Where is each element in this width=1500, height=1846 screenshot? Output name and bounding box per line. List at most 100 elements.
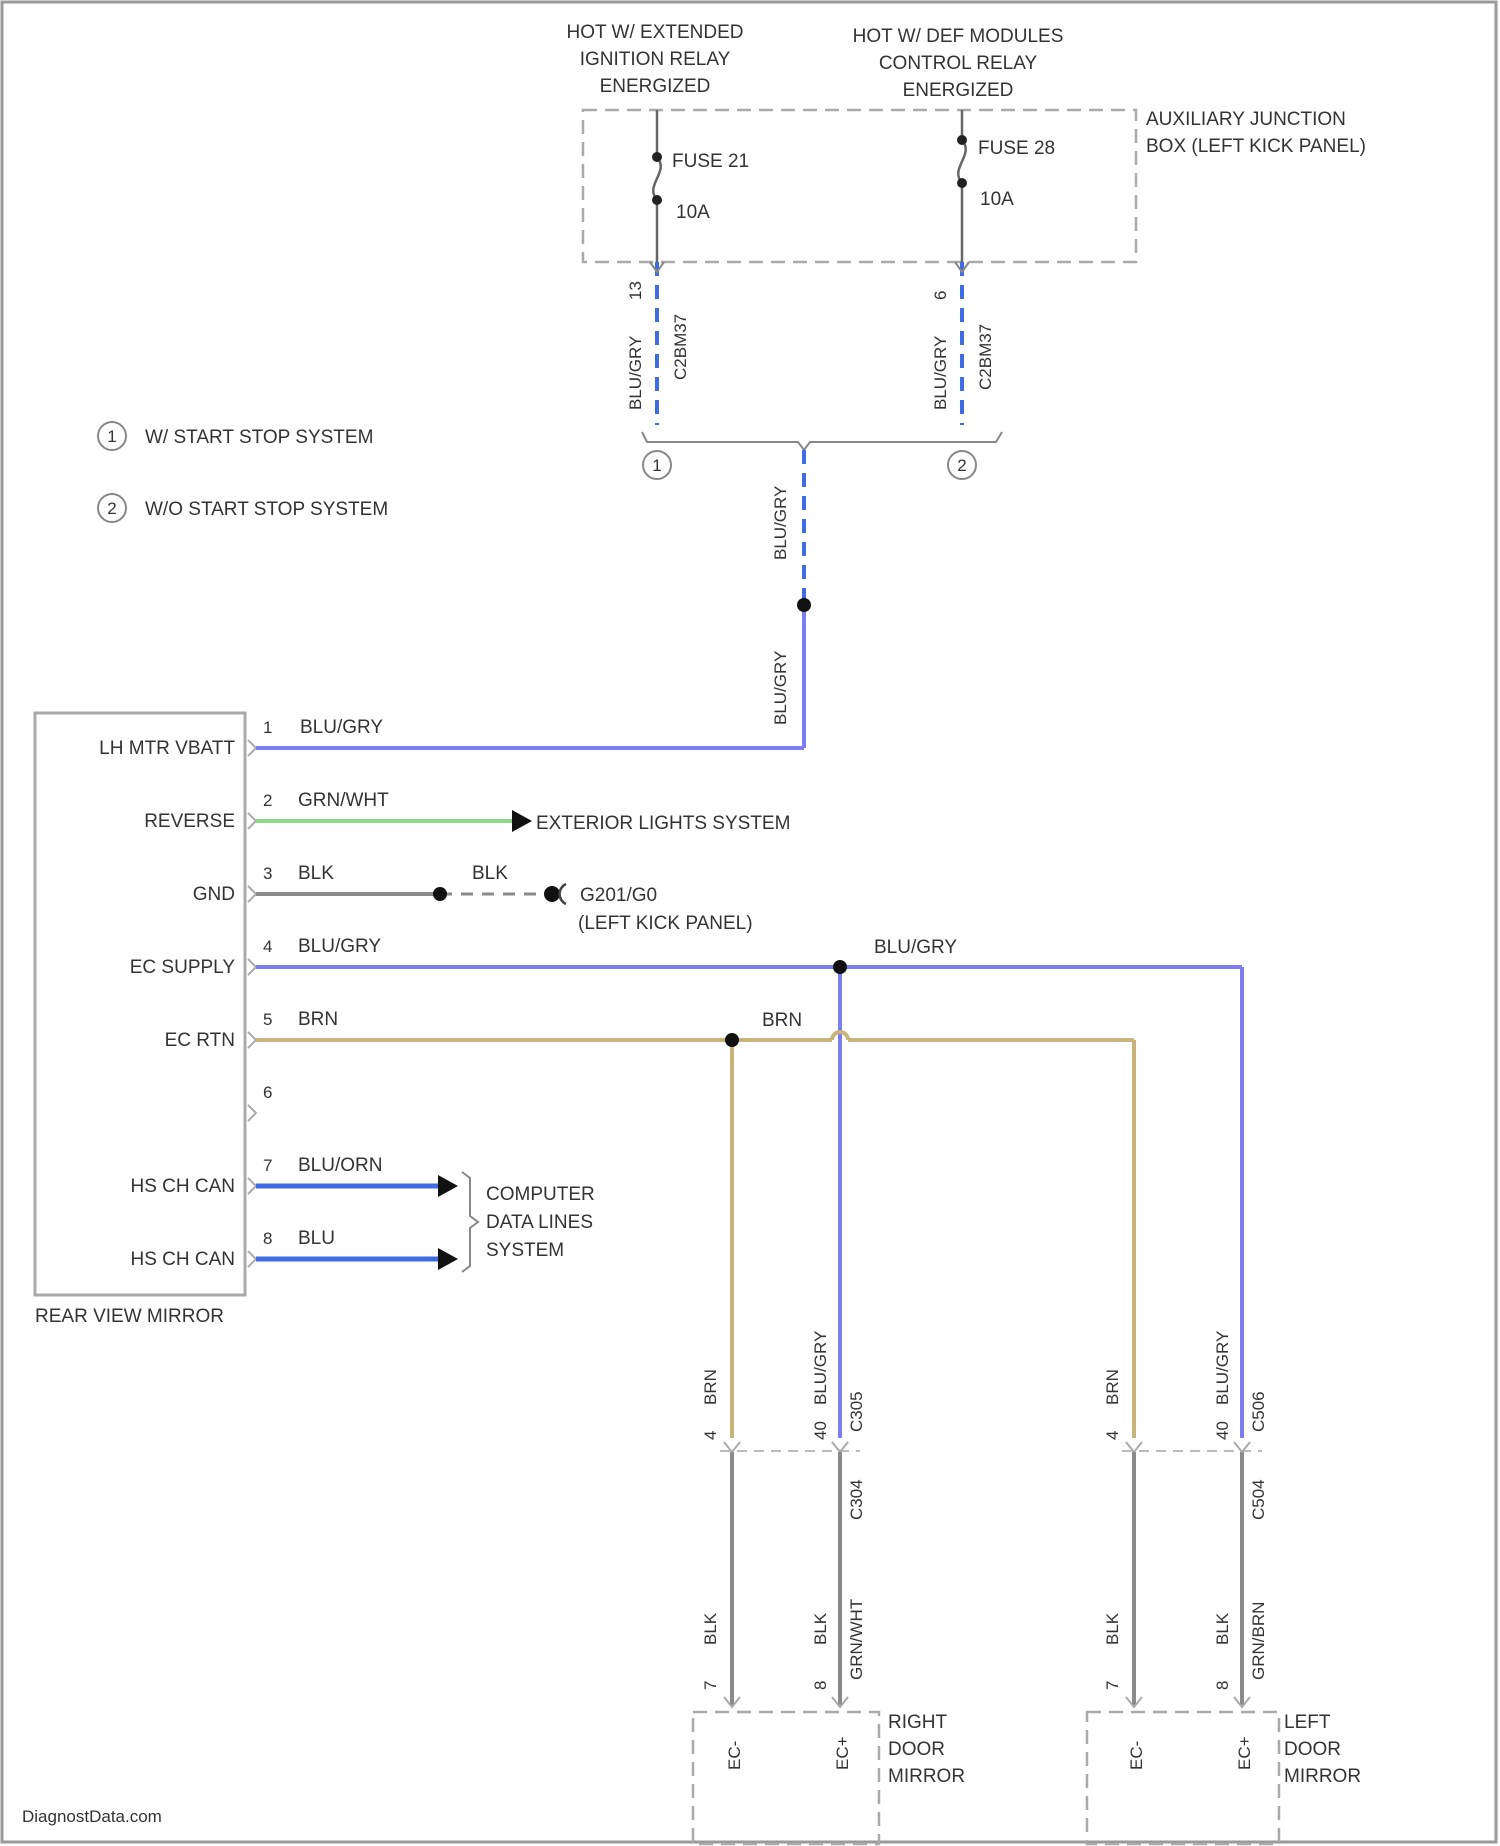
svg-text:GRN/WHT: GRN/WHT [847,1599,866,1680]
rear-view-mirror-box [35,713,245,1295]
fuse-21-wire-pin: 13 [626,281,645,300]
svg-text:EC+: EC+ [833,1736,852,1770]
svg-text:HOT W/ DEF MODULES: HOT W/ DEF MODULES [853,26,1064,47]
fuse-21-wire-color: BLU/GRY [626,336,645,410]
svg-text:BRN: BRN [1103,1369,1122,1405]
svg-text:AUXILIARY JUNCTION: AUXILIARY JUNCTION [1146,109,1346,130]
svg-text:7: 7 [263,1156,272,1175]
svg-text:BLK: BLK [701,1612,720,1645]
right-mirror-terminals: EC- EC+ [725,1736,852,1770]
svg-text:8: 8 [1213,1681,1232,1690]
fuse-28-wire-pin: 6 [931,291,950,300]
svg-text:4: 4 [1103,1431,1122,1440]
fuse-28-output-wire: BLU/GRY 6 C2BM37 [931,262,995,425]
svg-text:ENERGIZED: ENERGIZED [600,76,711,97]
junction-box-label: AUXILIARY JUNCTION BOX (LEFT KICK PANEL) [1146,109,1366,157]
splice-marker-left: 1 [643,451,671,479]
svg-text:BLU/GRY: BLU/GRY [300,717,383,738]
svg-text:C304: C304 [847,1479,866,1520]
watermark: DiagnostData.com [22,1807,162,1826]
svg-text:8: 8 [811,1681,830,1690]
fuse-21: FUSE 21 10A [652,110,749,262]
rear-view-mirror-name: REAR VIEW MIRROR [35,1306,224,1327]
svg-text:HS CH CAN: HS CH CAN [130,1249,235,1270]
power-source-right: HOT W/ DEF MODULES CONTROL RELAY ENERGIZ… [853,26,1064,101]
svg-text:BLK: BLK [298,863,334,884]
svg-text:2: 2 [957,456,966,475]
svg-text:EC-: EC- [725,1741,744,1770]
svg-text:BLU/GRY: BLU/GRY [1213,1331,1232,1405]
svg-text:W/ START STOP SYSTEM: W/ START STOP SYSTEM [145,427,373,448]
svg-text:EC SUPPLY: EC SUPPLY [130,957,236,978]
svg-text:7: 7 [701,1681,720,1690]
svg-text:BLU: BLU [298,1228,335,1249]
svg-text:1: 1 [263,718,272,737]
svg-text:ENERGIZED: ENERGIZED [903,80,1014,101]
svg-text:4: 4 [263,937,272,956]
merged-wire-color-top: BLU/GRY [771,486,790,560]
left-mirror-pin-caps [1126,1697,1250,1707]
svg-text:BLU/GRY: BLU/GRY [298,936,381,957]
svg-text:EC-: EC- [1127,1741,1146,1770]
merged-supply-wire: BLU/GRY BLU/GRY [771,450,811,748]
svg-text:40: 40 [811,1421,830,1440]
svg-text:LEFT: LEFT [1284,1712,1331,1733]
svg-text:C305: C305 [847,1391,866,1432]
svg-text:C506: C506 [1249,1391,1268,1432]
right-mirror-pin-caps [724,1697,848,1707]
data-lines-bracket [462,1172,478,1272]
option-bracket [642,432,1002,450]
fuse-21-name: FUSE 21 [672,151,749,172]
fuse-28-wire-color: BLU/GRY [931,336,950,410]
svg-text:2: 2 [263,791,272,810]
ec-supply-branch-color: BLU/GRY [874,937,957,958]
svg-text:MIRROR: MIRROR [1284,1766,1361,1787]
svg-text:REVERSE: REVERSE [144,811,235,832]
svg-text:DATA LINES: DATA LINES [486,1212,593,1233]
right-door-mirror-name: RIGHT DOOR MIRROR [888,1712,965,1787]
svg-text:4: 4 [701,1431,720,1440]
wire-pin5-ec-rtn: BRN BRN [256,1009,1134,1438]
junction-box-outline [583,110,1136,262]
splice-marker-right: 2 [948,451,976,479]
ground-location: (LEFT KICK PANEL) [578,913,753,934]
legend-item-start-stop: 1 W/ START STOP SYSTEM [98,422,373,450]
fuse-21-wire-connector: C2BM37 [671,314,690,380]
svg-text:1: 1 [652,456,661,475]
left-mirror-lower-wires: C504 BLK 7 BLK 8 GRN/BRN [1103,1452,1268,1705]
svg-text:EC RTN: EC RTN [165,1030,235,1051]
svg-text:RIGHT: RIGHT [888,1712,948,1733]
wire-pin3-ground: BLK BLK G201/G0 (LEFT KICK PANEL) [256,863,753,934]
svg-text:LH MTR VBATT: LH MTR VBATT [99,738,235,759]
svg-text:COMPUTER: COMPUTER [486,1184,595,1205]
data-lines-label: COMPUTER DATA LINES SYSTEM [486,1184,595,1261]
power-source-left: HOT W/ EXTENDED IGNITION RELAY ENERGIZED [567,22,744,97]
wire-pin7-hs-ch-can: BLU/ORN [256,1155,458,1197]
left-door-mirror-box [1087,1712,1279,1844]
svg-text:BOX (LEFT KICK PANEL): BOX (LEFT KICK PANEL) [1146,136,1366,157]
wire-pin2-reverse: GRN/WHT EXTERIOR LIGHTS SYSTEM [256,790,790,834]
svg-text:BRN: BRN [298,1009,338,1030]
svg-text:BLU/ORN: BLU/ORN [298,1155,382,1176]
mirror-pin-labels: LH MTR VBATT REVERSE GND EC SUPPLY EC RT… [99,738,235,1270]
fuse-28-name: FUSE 28 [978,138,1055,159]
svg-text:40: 40 [1213,1421,1232,1440]
svg-text:EC+: EC+ [1235,1736,1254,1770]
mirror-pin-ticks [248,740,256,1267]
svg-text:HOT W/ EXTENDED: HOT W/ EXTENDED [567,22,744,43]
svg-text:CONTROL RELAY: CONTROL RELAY [879,53,1038,74]
ground-name: G201/G0 [580,885,657,906]
exterior-lights-destination: EXTERIOR LIGHTS SYSTEM [536,813,790,834]
legend-item-no-start-stop: 2 W/O START STOP SYSTEM [98,494,388,522]
left-door-mirror-name: LEFT DOOR MIRROR [1284,1712,1361,1787]
right-mirror-lower-wires: C304 BLK 7 BLK 8 GRN/WHT [701,1452,866,1705]
fuse-21-output-wire: BLU/GRY 13 C2BM37 [626,262,690,425]
merged-wire-color-bottom: BLU/GRY [771,651,790,725]
svg-text:GRN/BRN: GRN/BRN [1249,1602,1268,1680]
ec-rtn-branch-color: BRN [762,1010,802,1031]
svg-text:7: 7 [1103,1681,1122,1690]
svg-text:BRN: BRN [701,1369,720,1405]
svg-text:6: 6 [263,1083,272,1102]
svg-text:DOOR: DOOR [888,1739,945,1760]
